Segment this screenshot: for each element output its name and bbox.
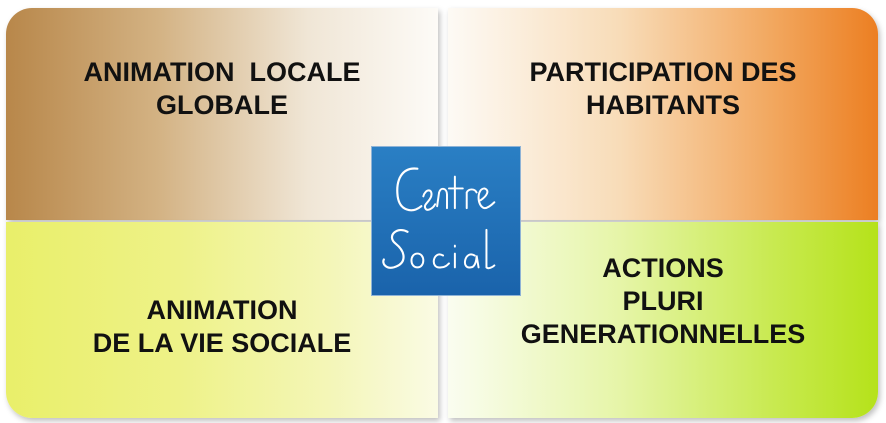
label-line: ACTIONS [602, 253, 724, 283]
quadrant-label: ANIMATION LOCALE GLOBALE [84, 56, 361, 122]
quadrant-animation-vie-sociale: ANIMATION DE LA VIE SOCIALE [6, 222, 438, 418]
label-line: PARTICIPATION DES [529, 57, 797, 87]
label-line: DE LA VIE SOCIALE [92, 328, 352, 358]
label-line: ANIMATION LOCALE [83, 57, 361, 87]
label-line: PLURI [622, 286, 704, 316]
quadrant-label: ACTIONS PLURI GENERATIONNELLES [521, 252, 806, 351]
centre-social-logo [371, 146, 521, 296]
quadrant-label: PARTICIPATION DES HABITANTS [529, 56, 796, 122]
quadrant-label: ANIMATION DE LA VIE SOCIALE [93, 294, 352, 360]
label-line: GLOBALE [155, 90, 288, 120]
quadrant-animation-locale-globale: ANIMATION LOCALE GLOBALE [6, 8, 438, 220]
label-line: ANIMATION [146, 295, 298, 325]
label-line: GENERATIONNELLES [520, 319, 806, 349]
label-line: HABITANTS [586, 90, 740, 120]
centre-social-logo-icon [382, 167, 496, 270]
